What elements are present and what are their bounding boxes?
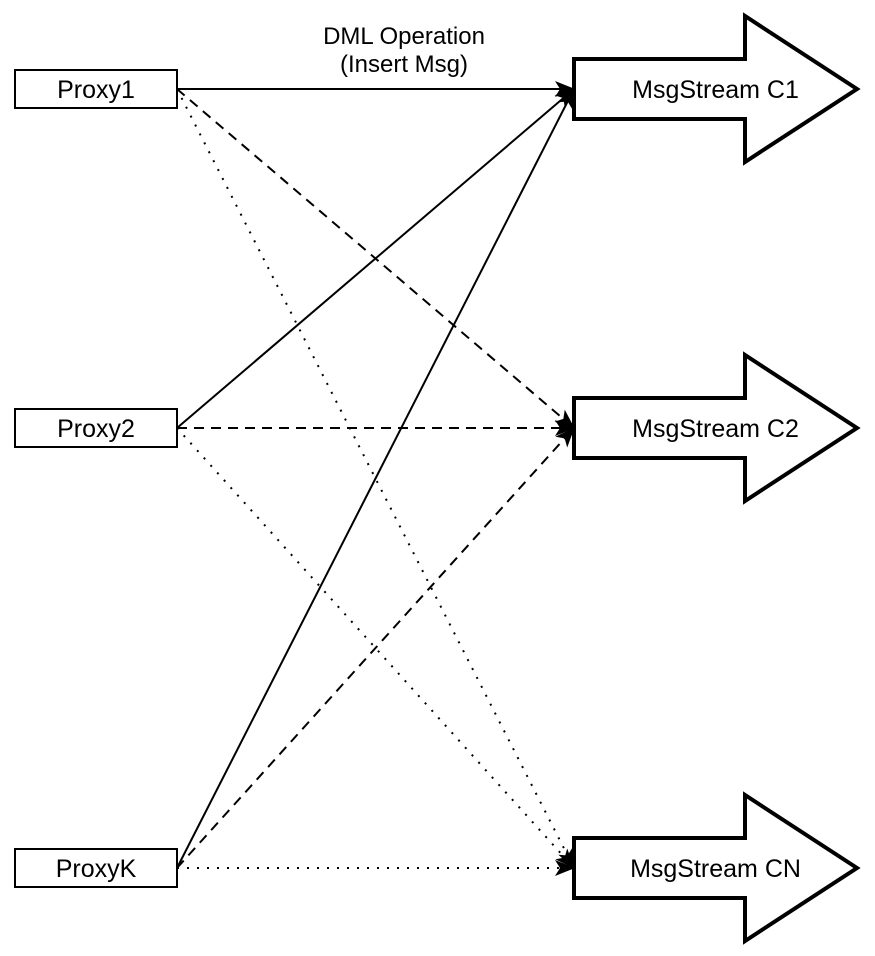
stream-node-cn: MsgStream CN [572, 791, 861, 945]
proxy-box [14, 69, 178, 109]
proxy-label: ProxyK [56, 855, 137, 883]
edge-proxyk-to-c2-dashed [176, 427, 575, 869]
edge-proxy2-to-c1-solid [176, 88, 575, 429]
proxy-box [14, 848, 178, 888]
stream-node-c1: MsgStream C1 [572, 12, 861, 166]
proxy-box [14, 408, 178, 448]
stream-arrow-shape [572, 12, 861, 166]
diagram-title: DML Operation(Insert Msg) [323, 23, 485, 78]
proxy-node-proxyk: ProxyK [14, 848, 178, 888]
diagram-title-line-2: (Insert Msg) [340, 51, 468, 78]
stream-node-c2: MsgStream C2 [572, 351, 861, 505]
proxy-label: Proxy2 [57, 415, 135, 443]
stream-label: MsgStream C2 [632, 415, 799, 443]
edge-proxyk-to-c1-solid [176, 88, 575, 869]
stream-label: MsgStream C1 [632, 76, 799, 104]
stream-arrow-shape [572, 351, 861, 505]
proxy-label: Proxy1 [57, 76, 135, 104]
diagram-title-line-1: DML Operation [323, 23, 485, 50]
stream-label: MsgStream CN [630, 855, 801, 883]
proxy-node-proxy2: Proxy2 [14, 408, 178, 448]
edges [176, 81, 575, 876]
proxy-node-proxy1: Proxy1 [14, 69, 178, 109]
stream-arrow-shape [572, 791, 861, 945]
